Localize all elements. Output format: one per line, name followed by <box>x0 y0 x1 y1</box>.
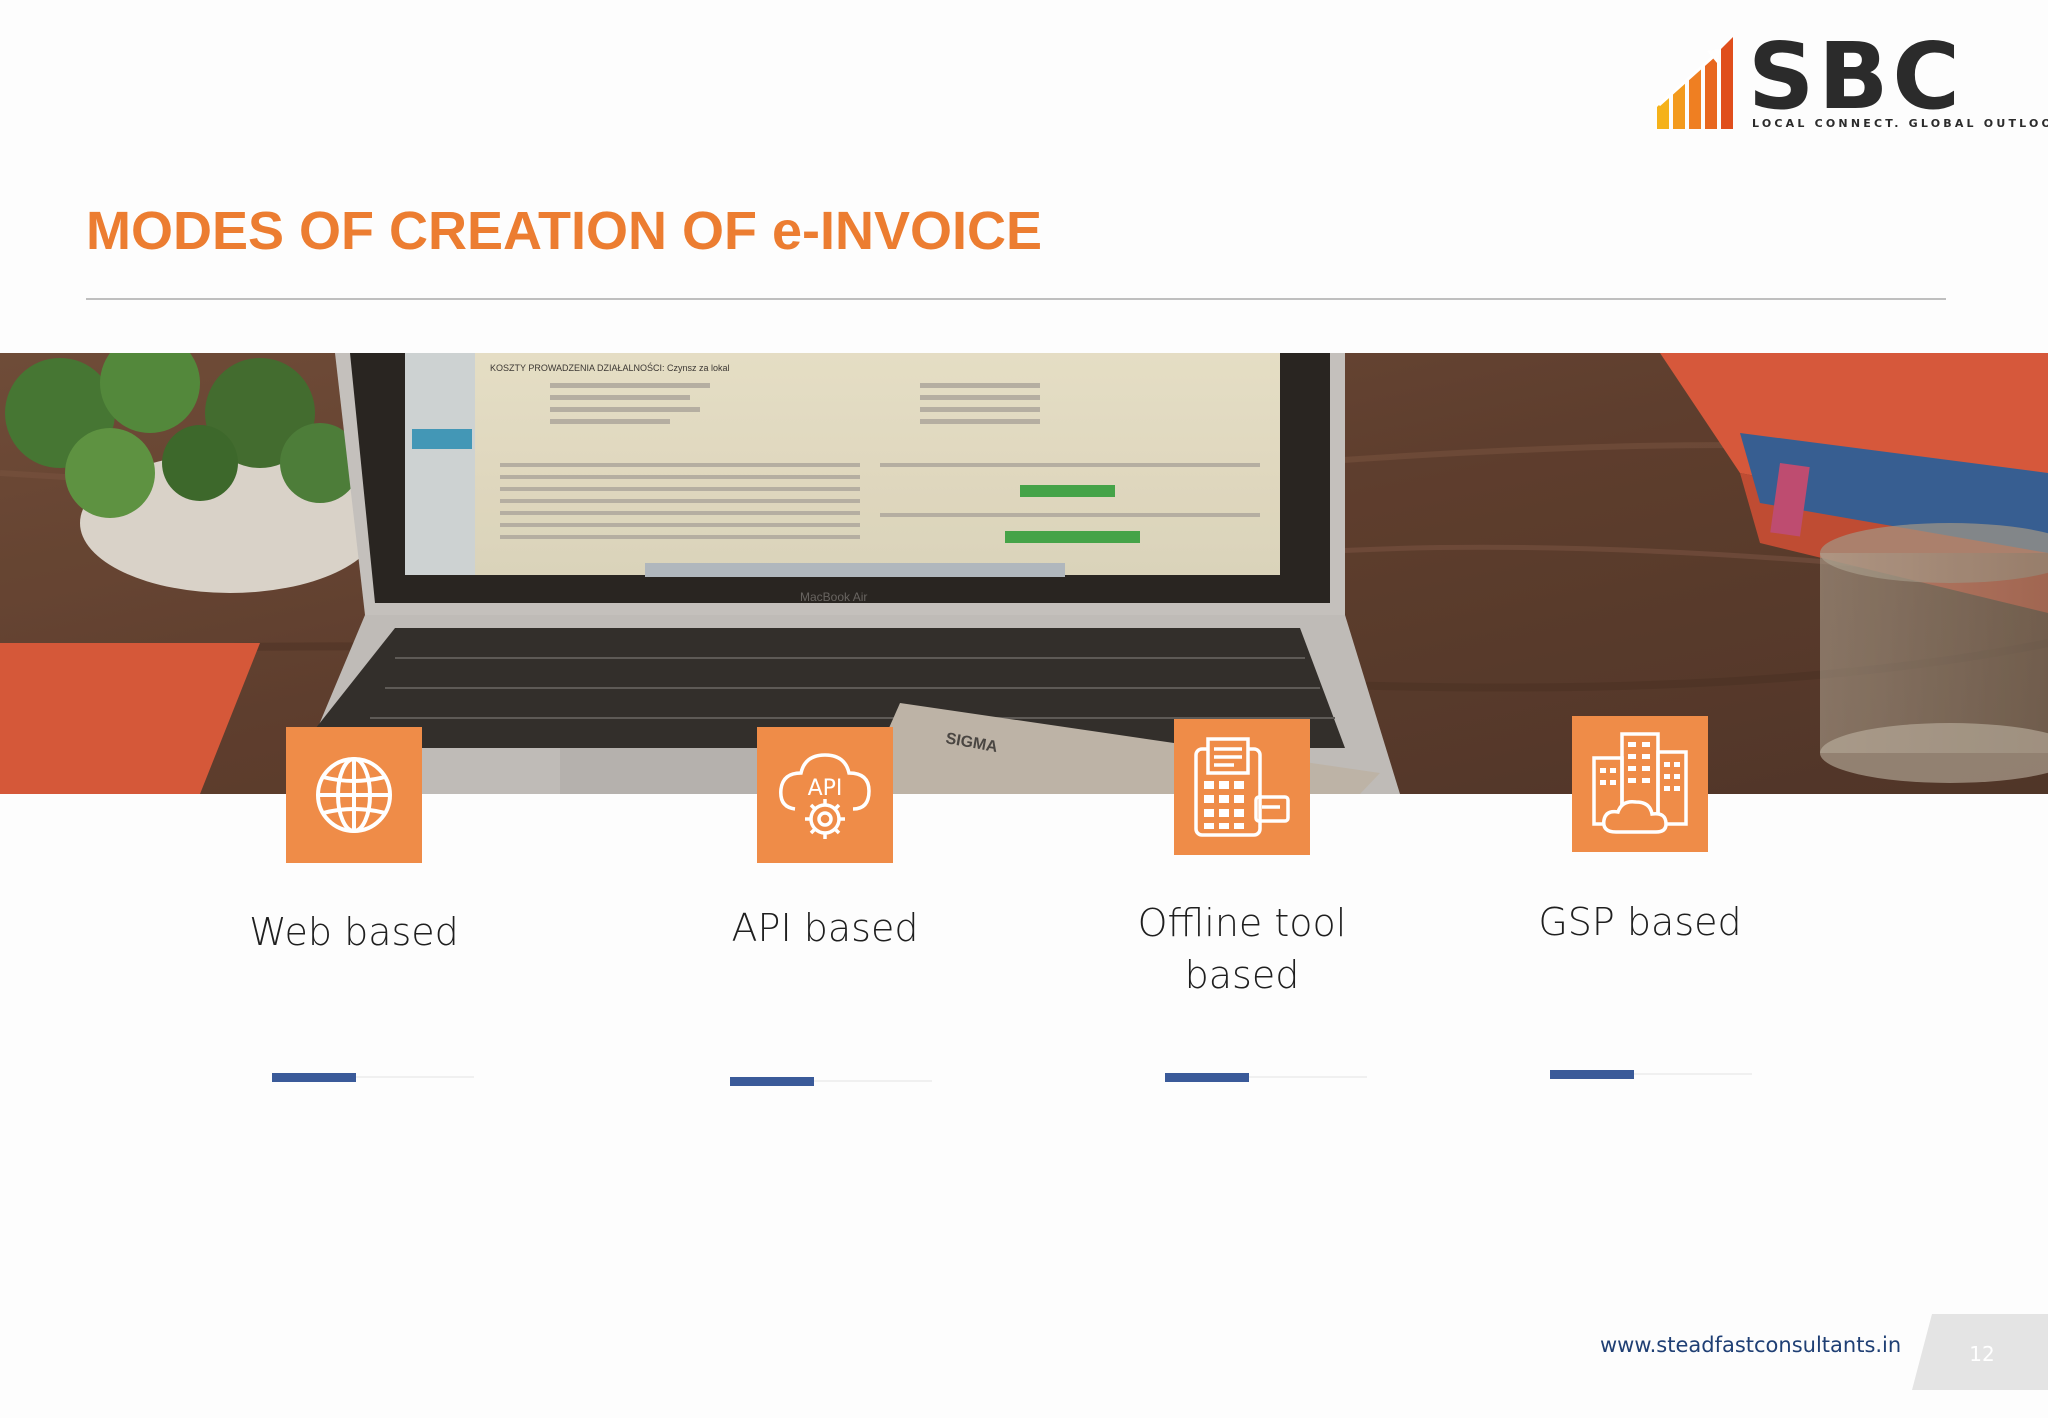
mode-accent-web <box>272 1073 356 1082</box>
offline-tool-icon-tile <box>1174 719 1310 855</box>
screen-heading: KOSZTY PROWADZENIA DZIAŁALNOŚCI: Czynsz … <box>490 362 730 373</box>
mode-divider-offline <box>1165 1076 1367 1078</box>
title-divider <box>86 298 1946 300</box>
mode-divider-gsp <box>1550 1073 1752 1075</box>
web-based-icon-tile <box>286 727 422 863</box>
api-based-icon-tile: API <box>757 727 893 863</box>
mode-label-api: API based <box>731 906 919 950</box>
mode-accent-offline <box>1165 1073 1249 1082</box>
laptop-label: MacBook Air <box>800 590 867 604</box>
api-icon-text: API <box>808 776 843 801</box>
server-cloud-icon <box>1592 732 1688 834</box>
page-number-tab <box>1912 1314 2048 1390</box>
mode-divider-api <box>730 1080 932 1082</box>
mode-label-web: Web based <box>249 910 459 954</box>
globe-icon <box>316 757 392 833</box>
mode-accent-gsp <box>1550 1070 1634 1079</box>
gsp-based-icon-tile <box>1572 716 1708 852</box>
mode-label-gsp: GSP based <box>1538 900 1742 944</box>
sbc-logo: SBC LOCAL CONNECT. GLOBAL OUTLOOK. <box>1655 27 2048 135</box>
api-cloud-gear-icon: API <box>779 753 871 839</box>
slide-title: MODES OF CREATION OF e-INVOICE <box>86 201 1043 261</box>
mode-accent-api <box>730 1077 814 1086</box>
logo-tagline: LOCAL CONNECT. GLOBAL OUTLOOK. <box>1752 117 2048 130</box>
mode-divider-web <box>272 1076 474 1078</box>
footer-website-link[interactable]: www.steadfastconsultants.in <box>1600 1333 1902 1357</box>
logo-bars-icon <box>1657 37 1733 129</box>
logo-wordmark: SBC <box>1748 23 1964 130</box>
pos-terminal-icon <box>1194 737 1290 837</box>
mode-label-offline: Offline tool based <box>1137 901 1347 997</box>
page-number: 12 <box>1969 1342 1995 1366</box>
